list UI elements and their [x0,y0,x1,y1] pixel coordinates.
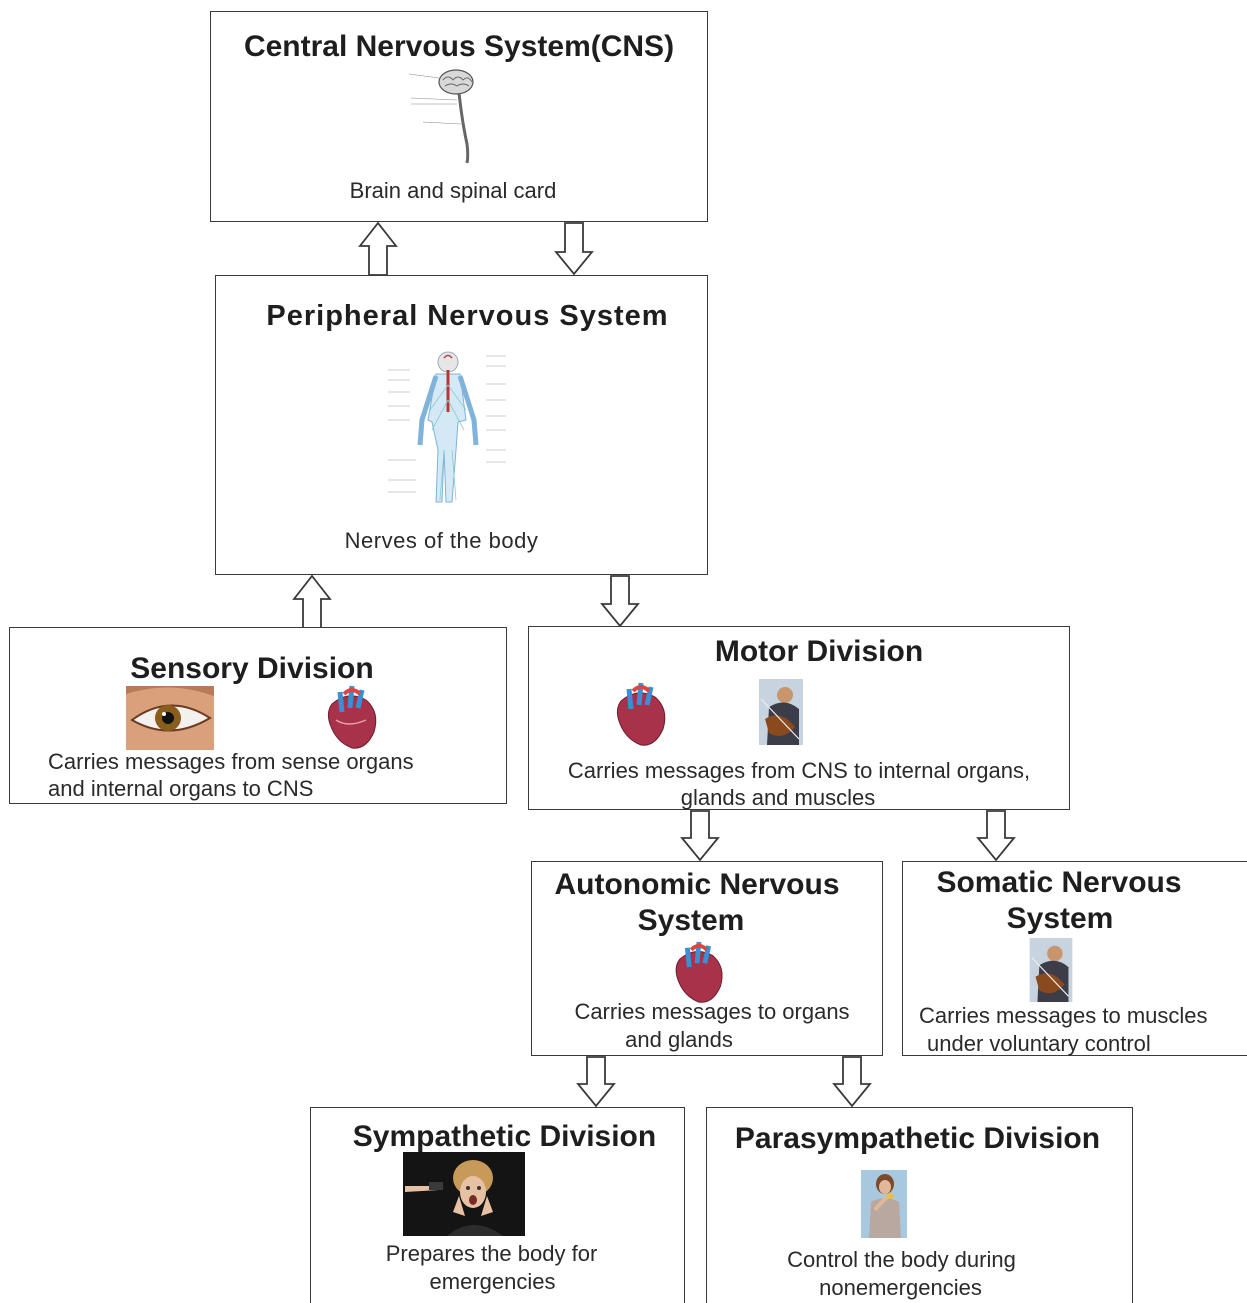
autonomic-description-2: and glands [625,1027,733,1052]
nervous-system-body-icon [388,351,506,503]
arrow-up-sensory-to-pns [292,575,332,629]
arrow-down-cns-to-pns [554,222,594,276]
autonomic-box: Autonomic Nervous System Carries message… [531,861,883,1056]
pns-description: Nerves of the body [344,528,539,553]
heart-icon [616,682,666,746]
arrow-down-autonomic-to-parasympathetic [832,1056,872,1108]
sensory-description-2: and internal organs to CNS [48,776,314,801]
motor-description-2: glands and muscles [680,785,876,810]
somatic-box: Somatic Nervous System Carries messages … [902,861,1247,1056]
sympathetic-box: Sympathetic Division Prepares the body f… [310,1107,685,1303]
sensory-box: Sensory Division Carries messages from s… [9,627,507,804]
brain-spinal-cord-icon [408,69,474,164]
arrow-down-autonomic-to-sympathetic [576,1056,616,1108]
motor-description-1: Carries messages from CNS to internal or… [567,758,1031,783]
sympathetic-title: Sympathetic Division [352,1120,657,1153]
frightened-woman-photo-icon [403,1152,525,1236]
violinist-icon [1029,938,1073,1002]
somatic-description-2: under voluntary control [927,1031,1151,1056]
parasympathetic-box: Parasympathetic Division Control the bod… [706,1107,1133,1303]
motor-box: Motor Division Carries messages from CNS… [528,626,1070,810]
motor-title: Motor Division [714,635,924,668]
autonomic-title-1: Autonomic Nervous [554,868,840,901]
sensory-title: Sensory Division [130,652,374,685]
autonomic-description-1: Carries messages to organs [574,999,850,1024]
parasympathetic-description-1: Control the body during [787,1247,1016,1272]
somatic-description-1: Carries messages to muscles [919,1003,1208,1028]
cns-box: Central Nervous System(CNS) Brain and sp… [210,11,708,222]
arrow-down-pns-to-motor [600,575,640,628]
violinist-icon [759,679,803,745]
parasympathetic-description-2: nonemergencies [819,1275,982,1300]
somatic-title-2: System [1006,902,1114,935]
pns-title: Peripheral Nervous System [266,300,669,332]
heart-icon [675,941,723,1003]
arrow-down-motor-to-autonomic [680,810,720,862]
parasympathetic-title: Parasympathetic Division [734,1122,1101,1155]
sympathetic-description-1: Prepares the body for [385,1241,598,1266]
cns-description: Brain and spinal card [349,178,557,203]
heart-icon [327,685,377,749]
calm-woman-photo-icon [861,1170,907,1238]
somatic-title-1: Somatic Nervous [936,866,1182,899]
sympathetic-description-2: emergencies [429,1269,556,1294]
cns-title: Central Nervous System(CNS) [243,30,675,63]
autonomic-title-2: System [637,904,745,937]
arrow-up-pns-to-cns [358,222,398,276]
sensory-description-1: Carries messages from sense organs [48,749,414,774]
eye-icon [126,686,214,750]
pns-box: Peripheral Nervous System Nerves of the … [215,275,708,575]
arrow-down-motor-to-somatic [976,810,1016,862]
